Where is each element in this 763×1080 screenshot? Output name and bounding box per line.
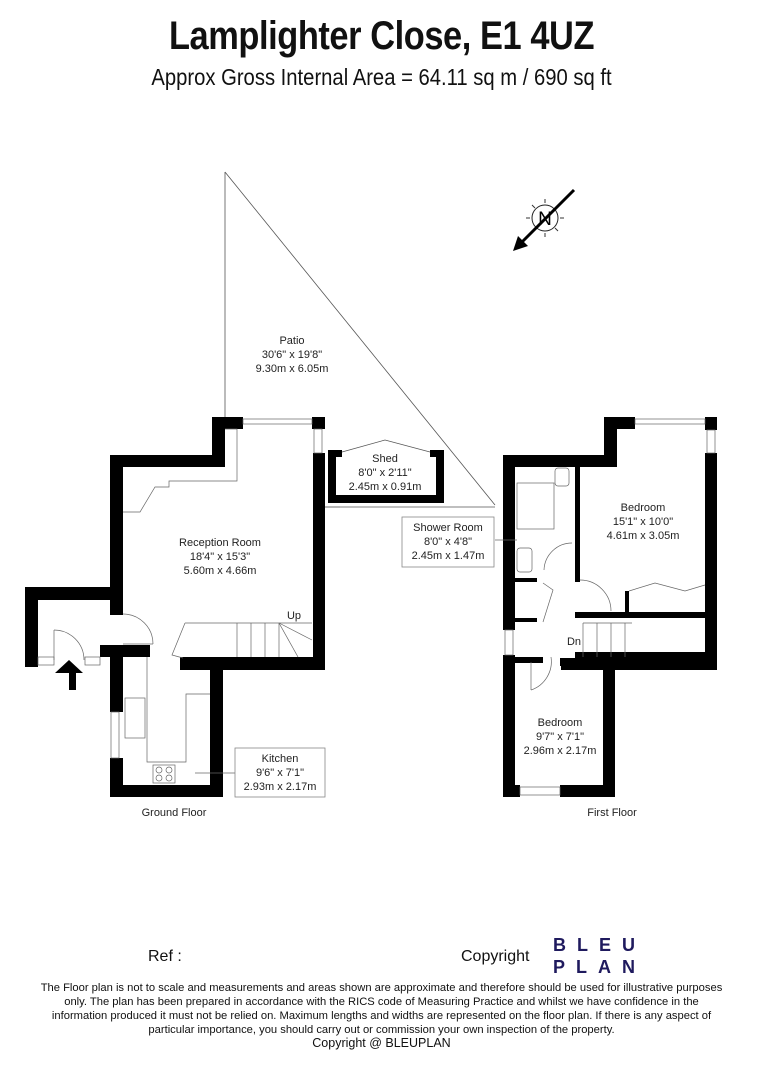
footer-copyright: Copyright @ BLEUPLAN: [312, 1036, 451, 1050]
disclaimer: The Floor plan is not to scale and measu…: [40, 982, 723, 1036]
shower-room-label-box: [401, 516, 495, 568]
room-imperial: 9'6" x 7'1": [256, 767, 304, 779]
bleuplan-logo: BLEU PLAN: [553, 934, 646, 978]
stairs-up-label: Up: [287, 610, 301, 622]
ref-label: Ref :: [148, 948, 182, 965]
first-floor-walls: [503, 417, 717, 797]
kitchen-label-box: [234, 747, 326, 798]
first-floor-fixtures: [495, 418, 716, 796]
room-metric: 2.96m x 2.17m: [524, 745, 597, 757]
room-metric: 5.60m x 4.66m: [184, 565, 257, 577]
patio-outline: [224, 171, 496, 508]
room-imperial: 30'6" x 19'8": [262, 349, 322, 361]
room-imperial: 8'0" x 2'11": [358, 467, 411, 479]
room-metric: 4.61m x 3.05m: [607, 530, 680, 542]
room-metric: 9.30m x 6.05m: [256, 363, 329, 375]
ground-floor-fixtures: [37, 418, 340, 784]
room-name: Reception Room: [179, 537, 261, 549]
room-name: Kitchen: [262, 753, 299, 765]
ground-floor-walls: [25, 417, 325, 797]
room-name: Bedroom: [538, 717, 583, 729]
room-name: Bedroom: [621, 502, 666, 514]
page-title: Lamplighter Close, E1 4UZ: [168, 14, 595, 58]
stairs-down-label: Dn: [567, 636, 581, 648]
compass-label: N: [538, 209, 552, 230]
room-name: Patio: [279, 335, 304, 347]
floor-label: Ground Floor: [142, 807, 207, 819]
north-arrow-icon: N: [513, 188, 576, 251]
gross-area: Approx Gross Internal Area = 64.11 sq m …: [151, 64, 612, 90]
room-metric: 2.45m x 0.91m: [349, 481, 422, 493]
room-imperial: 15'1" x 10'0": [613, 516, 673, 528]
room-metric: 2.45m x 1.47m: [412, 550, 485, 562]
room-name: Shower Room: [413, 522, 483, 534]
copyright-label: Copyright: [461, 948, 530, 965]
room-metric: 2.93m x 2.17m: [244, 781, 317, 793]
room-imperial: 18'4" x 15'3": [190, 551, 250, 563]
floor-label: First Floor: [587, 807, 637, 819]
room-name: Shed: [372, 453, 398, 465]
room-imperial: 9'7" x 7'1": [536, 731, 584, 743]
shed-walls: [328, 450, 444, 503]
room-imperial: 8'0" x 4'8": [424, 536, 472, 548]
logo-line-2: PLAN: [553, 957, 646, 977]
logo-line-1: BLEU: [553, 935, 646, 955]
